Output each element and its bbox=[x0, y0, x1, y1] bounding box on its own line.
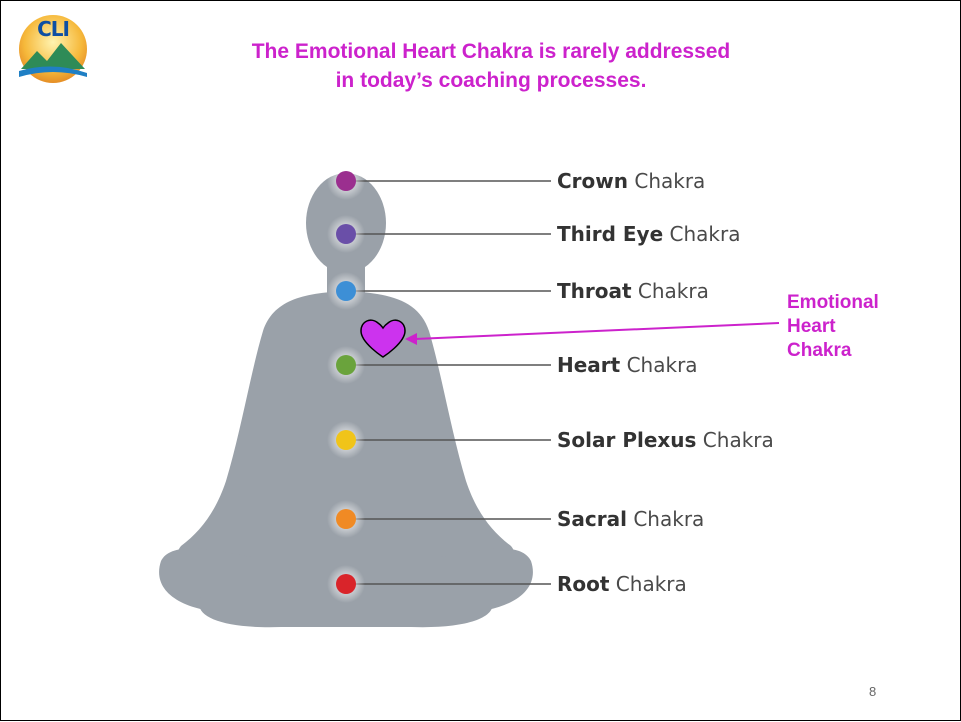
chakra-dot-solar-plexus bbox=[336, 430, 356, 450]
chakra-suffix: Chakra bbox=[628, 169, 705, 193]
chakra-suffix: Chakra bbox=[609, 572, 686, 596]
chakra-name: Third Eye bbox=[557, 222, 663, 246]
chakra-suffix: Chakra bbox=[663, 222, 740, 246]
emotional-heart-chakra-label: Emotional Heart Chakra bbox=[787, 291, 937, 363]
emotional-label-line-3: Chakra bbox=[787, 339, 937, 363]
chakra-name: Solar Plexus bbox=[557, 428, 696, 452]
chakra-dot-sacral bbox=[336, 509, 356, 529]
chakra-dot-root bbox=[336, 574, 356, 594]
chakra-dot-throat bbox=[336, 281, 356, 301]
chakra-suffix: Chakra bbox=[627, 507, 704, 531]
page-number: 8 bbox=[869, 684, 876, 699]
chakra-dot-third-eye bbox=[336, 224, 356, 244]
chakra-suffix: Chakra bbox=[632, 279, 709, 303]
chakra-label-root: Root Chakra bbox=[557, 570, 687, 598]
emotional-heart-arrow-line bbox=[415, 323, 779, 339]
chakra-dot-heart bbox=[336, 355, 356, 375]
chakra-name: Crown bbox=[557, 169, 628, 193]
chakra-label-third-eye: Third Eye Chakra bbox=[557, 220, 740, 248]
chakra-suffix: Chakra bbox=[696, 428, 773, 452]
emotional-label-line-1: Emotional bbox=[787, 291, 937, 315]
chakra-label-sacral: Sacral Chakra bbox=[557, 505, 704, 533]
chakra-dot-crown bbox=[336, 171, 356, 191]
chakra-suffix: Chakra bbox=[620, 353, 697, 377]
chakra-label-crown: Crown Chakra bbox=[557, 167, 705, 195]
emotional-label-line-2: Heart bbox=[787, 315, 937, 339]
chakra-name: Root bbox=[557, 572, 609, 596]
chakra-label-heart: Heart Chakra bbox=[557, 351, 698, 379]
chakra-label-solar-plexus: Solar Plexus Chakra bbox=[557, 426, 774, 454]
chakra-label-throat: Throat Chakra bbox=[557, 277, 709, 305]
chakra-name: Sacral bbox=[557, 507, 627, 531]
chakra-name: Heart bbox=[557, 353, 620, 377]
chakra-name: Throat bbox=[557, 279, 632, 303]
